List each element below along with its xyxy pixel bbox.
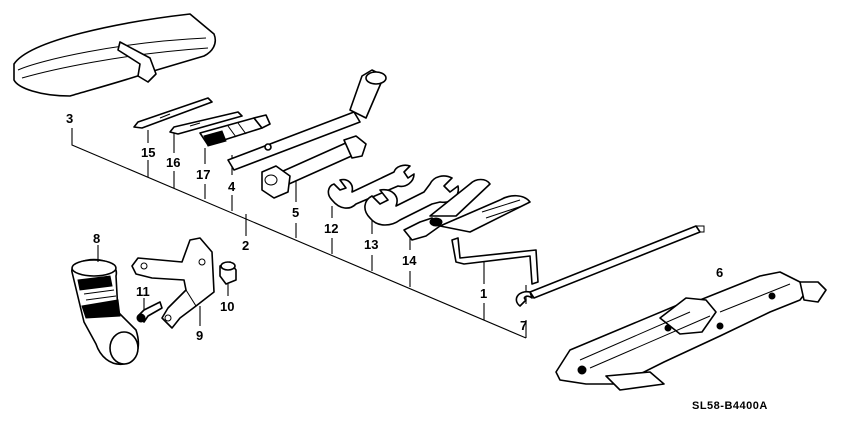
screwdriver-blade (133, 97, 213, 129)
callout-12: 12 (324, 221, 338, 236)
callout-7: 7 (520, 318, 527, 333)
callout-16: 16 (166, 155, 180, 170)
callout-6: 6 (716, 265, 723, 280)
box-wrench (261, 135, 367, 199)
nut (219, 261, 237, 296)
callout-15: 15 (141, 145, 155, 160)
callout-10: 10 (220, 299, 234, 314)
open-end-wrench-small (327, 164, 415, 209)
open-end-wrench-large (364, 175, 460, 226)
screwdriver-handle (199, 114, 271, 147)
callout-3: 3 (66, 111, 73, 126)
callout-8: 8 (93, 231, 100, 246)
bolt (136, 298, 163, 323)
main-leader-bracket (71, 128, 527, 339)
callout-1: 1 (480, 286, 487, 301)
callout-14: 14 (402, 253, 417, 268)
callout-4: 4 (228, 179, 236, 194)
lug-wrench (227, 69, 387, 171)
jack-holder (71, 245, 140, 366)
diagram-reference-code: SL58-B4400A (692, 400, 768, 412)
tool-bag (13, 13, 217, 97)
jack-handle-crank (451, 237, 539, 285)
callout-17: 17 (196, 167, 210, 182)
jack-handle-bar (515, 225, 705, 307)
callout-11: 11 (136, 284, 150, 299)
callout-5: 5 (292, 205, 299, 220)
pliers (403, 178, 531, 241)
screwdriver-blade-phillips (169, 111, 243, 135)
callout-2: 2 (242, 238, 249, 253)
callout-9: 9 (196, 328, 203, 343)
bracket (131, 237, 215, 329)
callout-labels: 3 15 16 17 4 5 2 12 13 14 1 7 6 8 11 9 1… (66, 111, 723, 343)
callout-13: 13 (364, 237, 378, 252)
scissor-jack (555, 271, 827, 391)
